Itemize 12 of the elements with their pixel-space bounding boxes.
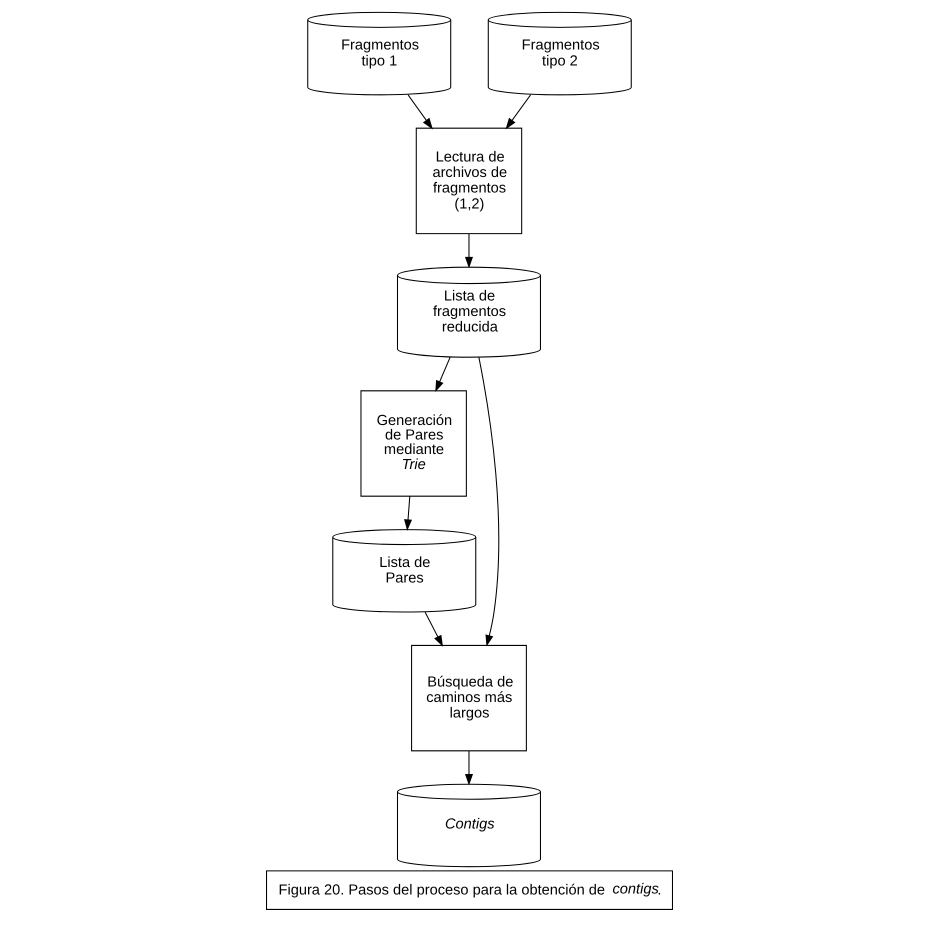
arrow [435, 357, 451, 392]
arrow [478, 357, 500, 647]
node-box: Búsqueda de caminos más largos [411, 644, 527, 752]
arrow [464, 750, 473, 786]
node-box: Generación de Pares mediante Trie [360, 390, 467, 497]
arrow [408, 94, 433, 130]
arrow [424, 612, 443, 647]
node-box: Lectura de archivos de fragmentos (1,2) [416, 128, 522, 234]
caption: Figura 20. Pasos del proceso para la obtención de contigs. [278, 881, 662, 899]
arrow [404, 496, 412, 531]
arrow [464, 234, 473, 268]
arrow [506, 94, 531, 130]
